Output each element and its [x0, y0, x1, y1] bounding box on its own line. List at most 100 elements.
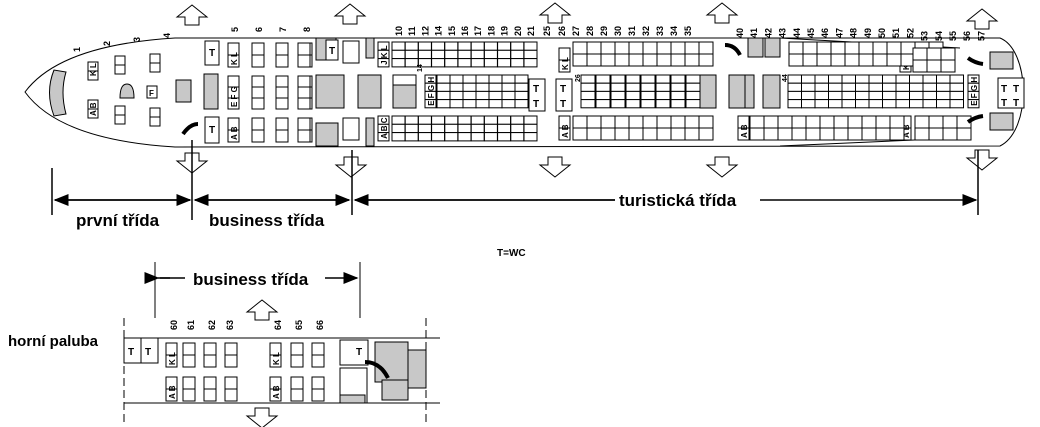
seat — [275, 54, 289, 68]
seat — [457, 132, 472, 142]
row-marker: 44 — [782, 74, 789, 82]
seat — [457, 41, 472, 51]
seat — [404, 115, 419, 125]
seat — [483, 58, 498, 68]
row-label: 21 — [526, 26, 536, 36]
seat-letters: A B — [902, 124, 911, 138]
seat — [936, 82, 951, 92]
seat — [895, 90, 910, 101]
seat — [936, 99, 951, 109]
row-label: 55 — [948, 31, 958, 41]
seat-letter-box — [377, 132, 390, 142]
seat-letters: A B C — [380, 117, 389, 139]
seat — [501, 90, 516, 101]
stairs — [357, 74, 382, 109]
seat — [670, 82, 686, 92]
seat — [251, 86, 265, 99]
row-label: 28 — [585, 26, 595, 36]
seat — [600, 41, 616, 55]
upper-seat — [203, 342, 217, 356]
toilet — [555, 78, 573, 112]
seat — [814, 74, 829, 84]
seat — [275, 42, 289, 56]
seat — [949, 82, 964, 92]
seat — [889, 127, 905, 141]
seat — [580, 99, 596, 109]
seat — [436, 90, 451, 101]
seat — [956, 127, 972, 141]
seat — [787, 90, 802, 101]
seat — [912, 59, 928, 73]
seat — [847, 127, 863, 141]
galley — [744, 74, 755, 109]
seat — [391, 49, 406, 60]
row-label: 10 — [394, 26, 404, 36]
seat-letter-box — [165, 354, 178, 368]
upper-seat — [224, 388, 238, 402]
seat — [444, 115, 459, 125]
row-label: 31 — [627, 26, 637, 36]
seat — [787, 74, 802, 84]
seat — [670, 90, 686, 101]
seat — [625, 99, 641, 109]
galley — [315, 122, 339, 147]
seat — [510, 58, 525, 68]
class-label-first: první třída — [76, 211, 160, 230]
seat — [949, 74, 964, 84]
seat — [940, 59, 956, 73]
seat-letter-box — [165, 388, 178, 402]
seat — [614, 115, 630, 129]
seat — [685, 99, 701, 109]
seat — [462, 90, 477, 101]
seat — [497, 49, 512, 60]
seat-letters: K L — [230, 52, 239, 65]
upper-toilet: T — [145, 347, 151, 358]
toilet-label: T — [329, 46, 335, 57]
seat — [510, 132, 525, 142]
seat — [655, 74, 671, 84]
seat — [628, 53, 644, 67]
seat — [501, 82, 516, 92]
seat — [791, 127, 807, 141]
first-seat — [114, 55, 126, 66]
seat — [586, 115, 602, 129]
seat — [670, 127, 686, 141]
seat — [417, 41, 432, 51]
seat — [572, 127, 588, 141]
seat — [275, 97, 289, 110]
seat-letters: J K L — [380, 45, 389, 65]
seat — [936, 90, 951, 101]
seat — [875, 115, 891, 129]
exit-up-arrow-icon — [538, 2, 572, 24]
seat — [514, 82, 529, 92]
row-label: 40 — [735, 28, 745, 38]
exit-down-arrow-icon — [245, 407, 279, 427]
seat — [942, 127, 958, 141]
seat — [391, 115, 406, 125]
seat — [523, 132, 538, 142]
seat — [802, 41, 818, 55]
seat — [297, 117, 311, 131]
seat — [895, 99, 910, 109]
seat — [909, 90, 924, 101]
seat — [251, 117, 265, 131]
seat — [449, 74, 464, 84]
seat — [912, 47, 928, 61]
seat — [872, 41, 888, 55]
seat-letter-box — [269, 354, 282, 368]
seat — [819, 127, 835, 141]
seat — [417, 123, 432, 134]
seat — [251, 97, 265, 110]
seat — [805, 127, 821, 141]
upper-seat — [182, 388, 196, 402]
seat-letter-box — [227, 129, 240, 143]
seat — [391, 132, 406, 142]
seat — [841, 90, 856, 101]
row-label: 27 — [571, 26, 581, 36]
class-label-business: business třída — [209, 211, 325, 230]
upper-seat — [203, 354, 217, 368]
seat — [895, 74, 910, 84]
seat — [449, 99, 464, 109]
seat — [470, 123, 485, 134]
row-label: 5 — [230, 27, 240, 32]
